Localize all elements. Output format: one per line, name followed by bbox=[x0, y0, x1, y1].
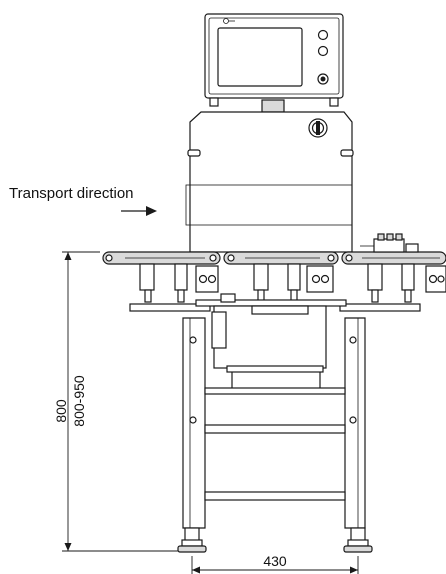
indicator-light-middle bbox=[317, 45, 329, 57]
touch-screen bbox=[217, 27, 303, 87]
transport-direction-label: Transport direction bbox=[9, 185, 134, 202]
conveyor-weighing bbox=[223, 251, 339, 265]
adjustable-feet bbox=[177, 527, 373, 553]
main-housing bbox=[185, 111, 354, 253]
control-panel bbox=[204, 13, 344, 113]
frame bbox=[182, 317, 366, 529]
belt-drive-units bbox=[139, 263, 446, 303]
conveyor-outfeed bbox=[341, 233, 446, 265]
weighing-cell bbox=[211, 305, 327, 388]
reject-unit bbox=[360, 233, 419, 253]
main-switch-icon bbox=[308, 118, 328, 138]
conveyor-infeed bbox=[102, 251, 221, 265]
width-dimension bbox=[191, 556, 359, 574]
height-total-label: 800 bbox=[53, 399, 69, 423]
height-dimension bbox=[62, 251, 178, 552]
brand-logo-icon bbox=[223, 18, 235, 24]
width-label: 430 bbox=[263, 553, 287, 569]
height-range-label: 800-950 bbox=[71, 375, 87, 427]
transport-direction-arrow-icon bbox=[121, 206, 157, 216]
indicator-light-top bbox=[317, 29, 329, 41]
